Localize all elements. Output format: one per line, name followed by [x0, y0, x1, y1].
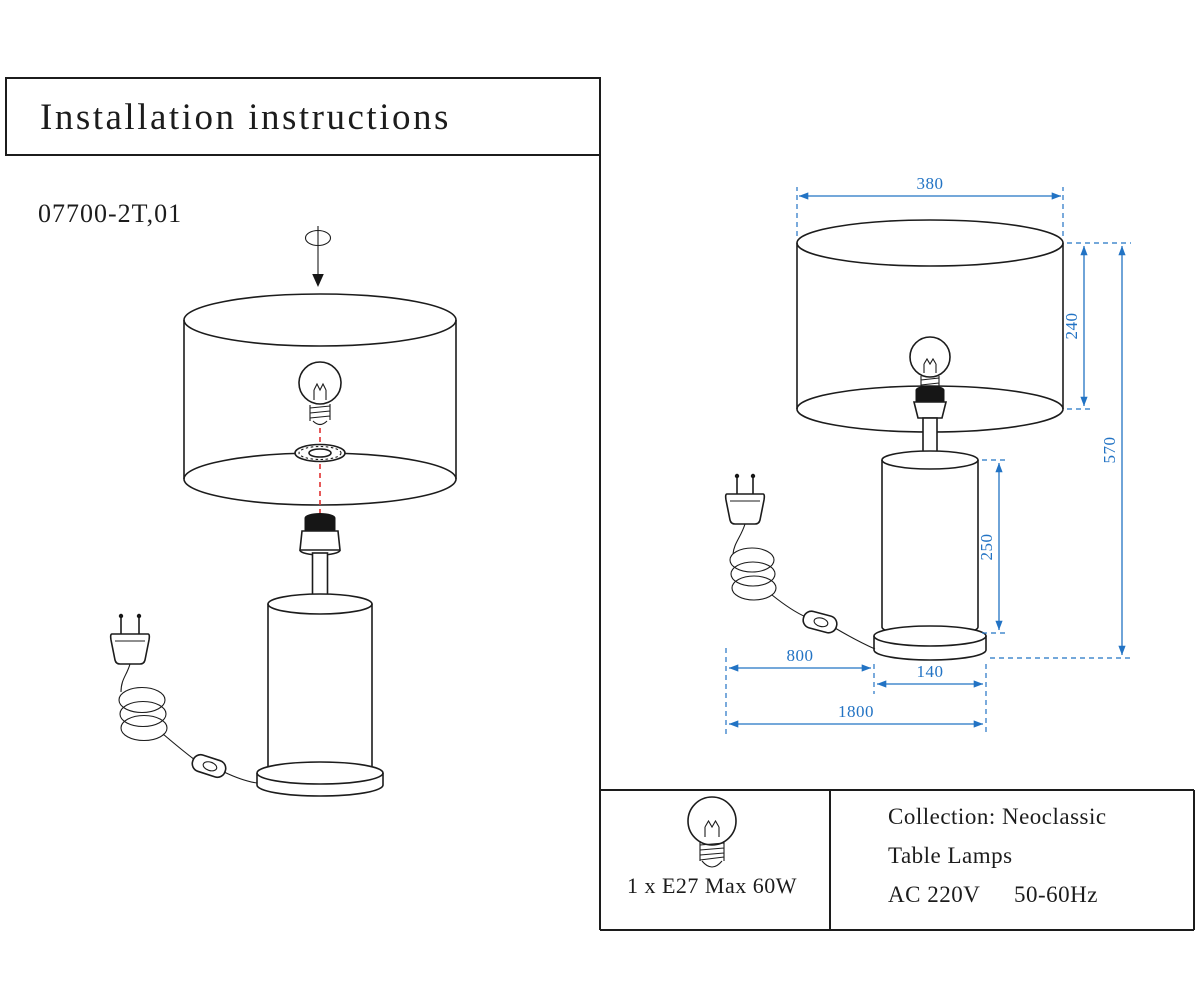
- dim-base-height: 250: [977, 534, 996, 561]
- dim-cord-total: 1800: [838, 702, 874, 721]
- dimensioned-view: 380 240 570 250 140 800: [724, 174, 1131, 734]
- light-bulb: [298, 361, 342, 426]
- shade-ring: [294, 443, 346, 463]
- base-plate-dim: [873, 625, 987, 661]
- lamp-base: [267, 593, 373, 777]
- product-info-cell: Collection: Neoclassic Table Lamps AC 22…: [888, 804, 1107, 907]
- cord-to-switch: [162, 733, 196, 761]
- cord-coil: [118, 663, 196, 761]
- exploded-view: [109, 226, 457, 797]
- model-number: 07700-2T,01: [38, 199, 182, 228]
- power-plug: [109, 613, 151, 665]
- dim-cord-to-switch: 800: [787, 646, 814, 665]
- sheet-frame: [5, 77, 1195, 931]
- base-plate: [256, 761, 384, 797]
- cord-to-lamp: [223, 771, 258, 784]
- dim-shade-diameter: 380: [917, 174, 944, 193]
- page-title: Installation instructions: [40, 97, 451, 138]
- insert-arrow-icon: [304, 226, 332, 287]
- dim-shade-height: 240: [1062, 313, 1081, 340]
- voltage-text: AC 220V: [888, 882, 980, 907]
- light-bulb-dim: [909, 336, 951, 419]
- power-plug-dim: [724, 473, 766, 525]
- category-text: Table Lamps: [888, 843, 1013, 868]
- shade-top-rim: [183, 293, 457, 347]
- dim-base-diameter: 140: [917, 662, 944, 681]
- cord-coil-dim: [729, 523, 807, 618]
- collection-text: Collection: Neoclassic: [888, 804, 1107, 829]
- lamp-socket: [299, 513, 341, 556]
- bulb-spec-text: 1 x E27 Max 60W: [627, 873, 797, 898]
- dim-total-height: 570: [1100, 437, 1119, 464]
- lamp-base-dim: [881, 450, 979, 637]
- frequency-text: 50-60Hz: [1014, 882, 1098, 907]
- inline-switch-dim: [802, 610, 838, 634]
- inline-switch: [191, 753, 227, 779]
- bulb-spec-cell: 1 x E27 Max 60W: [627, 796, 797, 898]
- bulb-icon: [687, 796, 737, 868]
- cord-to-lamp-dim: [834, 627, 876, 650]
- dimension-annotations: 380 240 570 250 140 800: [725, 174, 1131, 734]
